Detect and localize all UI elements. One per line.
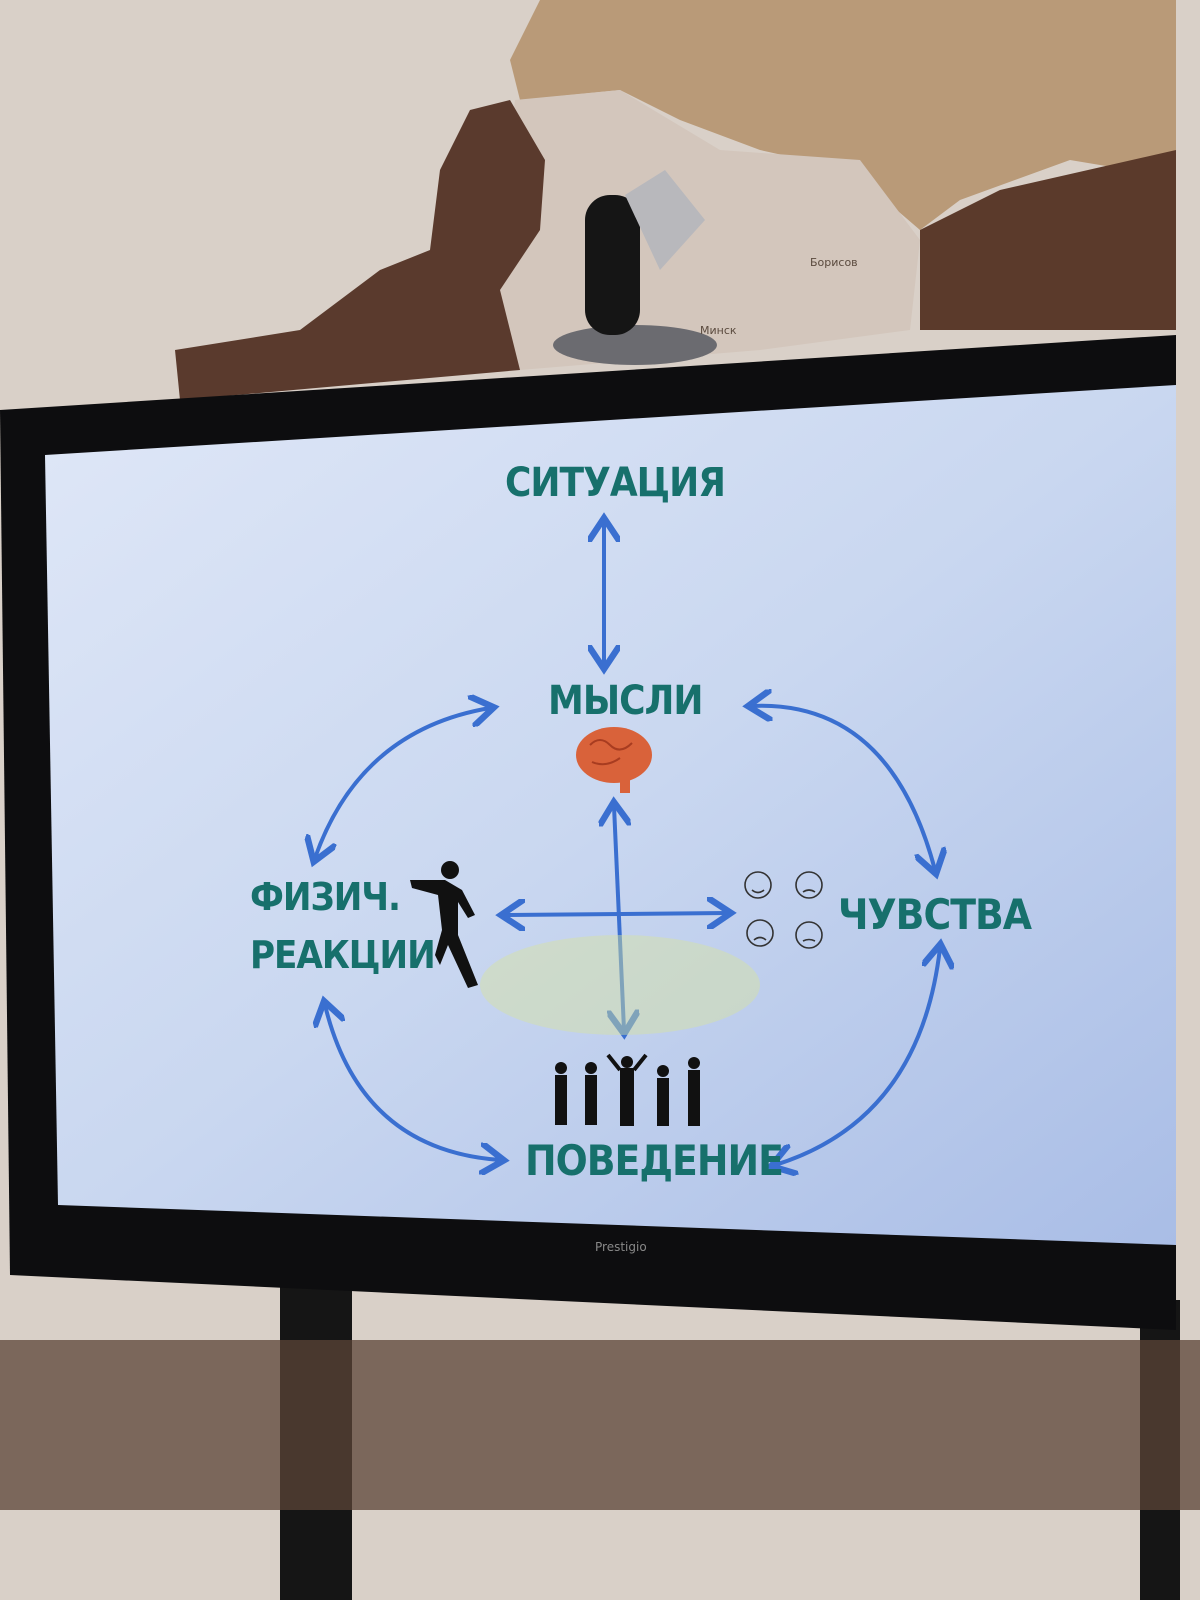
arrow-thoughts-physical: [315, 708, 490, 858]
watermark-logo: [480, 935, 760, 1035]
arrow-feelings-behavior: [775, 948, 940, 1165]
arrow-vertical: [614, 806, 624, 1030]
node-physical-line1: ФИЗИЧ.: [250, 875, 401, 919]
node-behavior: ПОВЕДЕНИЕ: [525, 1136, 784, 1185]
node-thoughts: МЫСЛИ: [548, 678, 704, 724]
map-label-minsk: Минск: [700, 324, 737, 337]
arrow-horizontal: [505, 913, 727, 915]
brain-icon: [576, 727, 652, 793]
webcam: [553, 170, 717, 365]
arrow-thoughts-feelings: [752, 706, 935, 870]
arrow-physical-behavior: [325, 1005, 500, 1160]
diagram-arrows: [315, 522, 940, 1165]
node-physical-line2: РЕАКЦИИ: [250, 933, 436, 977]
map-label-borisov: Борисов: [810, 256, 858, 269]
monitor-brand: Prestigio: [595, 1240, 647, 1254]
running-man-icon: [410, 861, 478, 988]
screen: [45, 385, 1176, 1245]
node-situation: СИТУАЦИЯ: [505, 460, 726, 506]
node-feelings: ЧУВСТВА: [838, 890, 1032, 939]
people-group-icon: [555, 1053, 700, 1126]
emotion-faces-icon: [744, 871, 823, 949]
